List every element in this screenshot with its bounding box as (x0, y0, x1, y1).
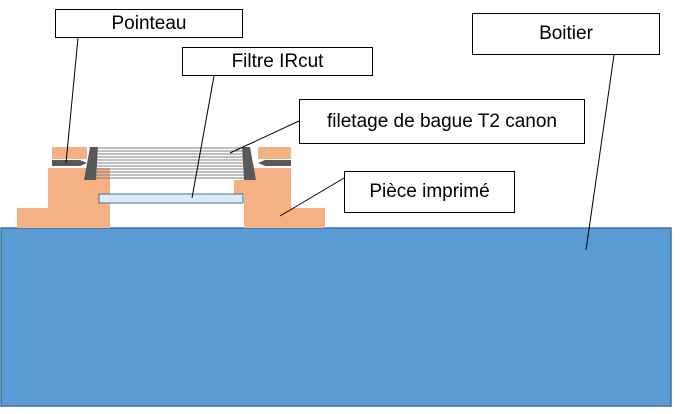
leader-filetage (229, 120, 300, 154)
label-boitier: Boitier (472, 13, 660, 55)
label-pointeau: Pointeau (55, 9, 243, 38)
label-filtre-ircut: Filtre IRcut (182, 47, 373, 76)
housing-block (0, 227, 672, 407)
thread-ring-left-wedge (84, 147, 98, 180)
label-piece-imprimee: Pièce imprimé (344, 171, 515, 213)
thread-ring (84, 147, 256, 180)
set-screw-right (258, 160, 291, 166)
thread-ring-right-wedge (242, 147, 256, 180)
leader-piece (279, 177, 345, 217)
printed-part-right-top (258, 147, 291, 159)
printed-part-inner-left (96, 180, 106, 194)
set-screw-left (52, 160, 87, 166)
printed-part-inner-right (234, 180, 244, 194)
ir-cut-filter (98, 193, 244, 204)
leader-pointeau (65, 37, 79, 164)
label-filetage-t2: filetage de bague T2 canon (299, 99, 585, 144)
leader-filtre (191, 75, 215, 199)
thread-lines (96, 147, 244, 179)
leader-boitier (585, 54, 615, 251)
printed-part-left-top (52, 147, 87, 159)
leader-lines (65, 37, 615, 251)
printed-part-right-base (244, 208, 325, 228)
